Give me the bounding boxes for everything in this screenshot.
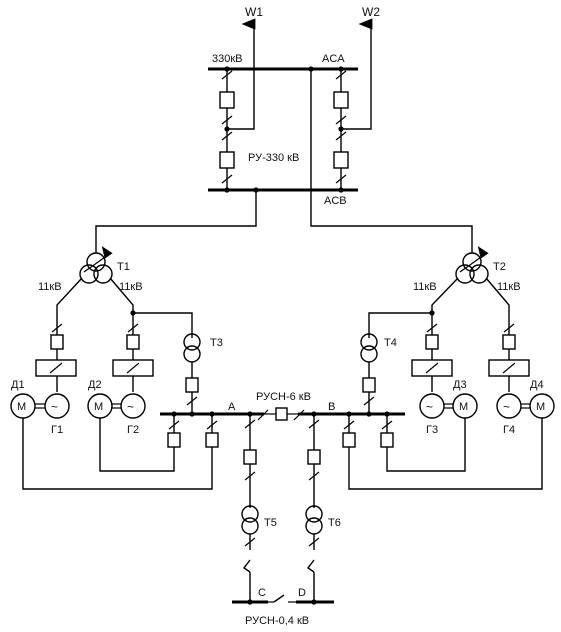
generator-bay-g3: ~ M [386,323,478,472]
label-w2: W2 [362,5,380,19]
gen-symbol-g4: ~ [503,400,510,414]
label-g3: Г3 [426,424,438,436]
transformer-t4 [360,333,378,414]
bus-rusn-0-4kv [232,594,334,605]
label-aca: ACA [322,53,345,65]
transformer-t1 [56,246,193,338]
label-t1: T1 [117,261,130,273]
generator-g4 [496,393,522,419]
generator-g2 [120,393,146,419]
label-t2: T2 [493,261,506,273]
label-acb: ACB [324,195,347,207]
label-d4: Д4 [530,379,544,391]
gen-symbol-g3: ~ [426,400,433,414]
label-w1: W1 [245,5,263,19]
label-section-c: C [258,587,266,599]
generator-g1 [44,393,70,419]
motor-symbol-d4: M [536,401,545,413]
label-rusn6: РУСН-6 кВ [256,391,311,403]
label-t3: T3 [210,337,223,349]
transformer-t3 [183,333,201,414]
transformer-t6 [305,414,323,602]
label-section-a: A [228,401,236,413]
label-g1: Г1 [51,424,63,436]
label-t2-left: 11кВ [413,281,437,293]
label-t4: T4 [384,337,397,349]
label-d3: Д3 [453,379,467,391]
bus-rusn-6kv [160,407,405,450]
label-t1-right: 11кВ [119,281,143,293]
generator-bay-g2: ~ M [87,323,175,472]
breaker-330-left-upper [219,91,235,109]
generator-g3 [419,393,445,419]
label-d1: Д1 [11,379,25,391]
label-t1-left: 11кВ [38,281,62,293]
breaker-330-right-lower [333,151,349,169]
label-g2: Г2 [127,424,139,436]
label-ru330: РУ-330 кВ [248,152,299,164]
label-g4: Г4 [503,424,515,436]
label-d2: Д2 [88,379,102,391]
label-330kv: 330кВ [212,53,243,65]
transformer-t2 [368,246,510,338]
generator-bay-g1: ~ M [10,323,213,490]
label-t6: T6 [328,517,341,529]
transformer-t5 [241,414,259,602]
line-w2 [341,18,373,130]
label-section-b: B [328,401,335,413]
label-rusn04: РУСН-0,4 кВ [245,615,309,627]
line-w1 [227,18,256,130]
label-t5: T5 [264,517,277,529]
breaker-330-right-upper [333,91,349,109]
motor-symbol-d2: M [94,401,103,413]
gen-symbol-g2: ~ [127,400,134,414]
motor-symbol-d3: M [459,401,468,413]
label-t2-right: 11кВ [497,281,521,293]
label-section-d: D [298,587,306,599]
sectional-breaker [275,407,288,421]
generator-bay-g4: ~ M [348,323,555,490]
switchyard-330kv [95,18,473,253]
gen-symbol-g1: ~ [51,400,58,414]
breaker-330-left-lower [219,151,235,169]
motor-symbol-d1: M [17,401,26,413]
